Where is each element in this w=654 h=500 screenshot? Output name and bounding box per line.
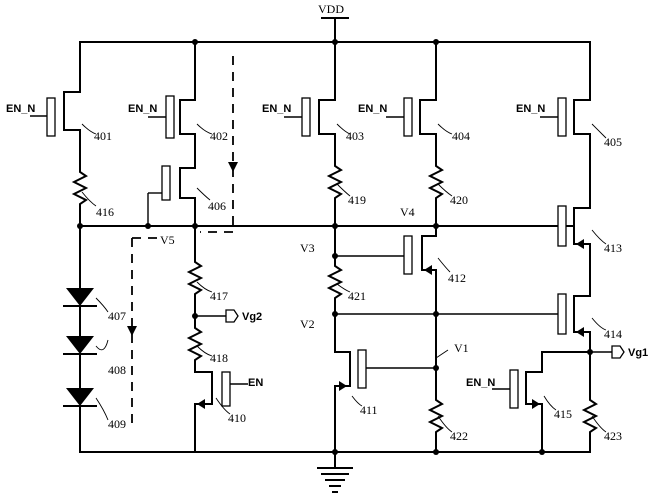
ref-423: 423 — [604, 429, 622, 443]
en-n-label-405: EN_N — [516, 103, 545, 115]
ref-419: 419 — [348, 193, 366, 207]
en-n-label-402: EN_N — [128, 103, 157, 115]
dashed-current-path-left — [127, 237, 160, 430]
en-n-label-401: EN_N — [6, 103, 35, 115]
v3-label: V3 — [300, 241, 315, 255]
ref-418: 418 — [210, 351, 228, 365]
transistor-402 — [148, 41, 196, 169]
leader-lines — [81, 123, 607, 433]
vdd-rail — [79, 17, 591, 43]
transistor-415 — [492, 351, 591, 453]
transistor-411 — [334, 313, 436, 453]
ref-413: 413 — [604, 241, 622, 255]
vdd-label: VDD — [318, 2, 344, 16]
v4-label: V4 — [400, 205, 415, 219]
en-n-label-403: EN_N — [262, 103, 291, 115]
vg1-label: Vg1 — [628, 347, 648, 359]
ref-410: 410 — [228, 411, 246, 425]
v5-label: V5 — [160, 233, 175, 247]
diode-408 — [63, 336, 97, 355]
ref-417: 417 — [210, 289, 228, 303]
ref-406: 406 — [208, 199, 226, 213]
resistor-420 — [427, 159, 445, 237]
dashed-current-path-right — [200, 56, 238, 233]
en-n-label-415: EN_N — [466, 377, 495, 389]
transistor-405 — [540, 41, 591, 209]
resistor-418 — [186, 315, 204, 373]
resistor-421 — [326, 255, 344, 315]
v1-label: V1 — [454, 341, 469, 355]
vg1-terminal — [590, 345, 625, 359]
transistor-404 — [386, 41, 437, 161]
ref-416: 416 — [96, 205, 114, 219]
ref-414: 414 — [604, 327, 622, 341]
resistor-422 — [427, 393, 445, 453]
resistor-417 — [186, 255, 204, 317]
transistor-401 — [30, 41, 81, 167]
transistor-413 — [557, 205, 591, 297]
transistor-414 — [335, 293, 591, 397]
v2-label: V2 — [300, 317, 315, 331]
ref-412: 412 — [448, 271, 466, 285]
ref-422: 422 — [450, 429, 468, 443]
transistor-412 — [335, 235, 437, 395]
resistor-419 — [326, 159, 344, 257]
ref-420: 420 — [450, 193, 468, 207]
transistor-403 — [284, 41, 336, 161]
transistor-410 — [194, 371, 248, 453]
resistor-423 — [581, 395, 599, 453]
ref-415: 415 — [554, 407, 572, 421]
ref-409: 409 — [108, 417, 126, 431]
en-label-410: EN — [248, 377, 263, 389]
ground-rail — [79, 451, 591, 493]
ref-421: 421 — [348, 289, 366, 303]
diode-409 — [63, 388, 97, 407]
ref-407: 407 — [108, 309, 126, 323]
ref-408: 408 — [108, 363, 126, 377]
junction-dots — [77, 39, 593, 455]
ref-403: 403 — [346, 129, 364, 143]
vg2-terminal — [195, 309, 239, 323]
resistor-416 — [71, 165, 89, 227]
ref-405: 405 — [604, 135, 622, 149]
ref-401: 401 — [94, 129, 112, 143]
ref-411: 411 — [360, 403, 378, 417]
transistor-406 — [147, 165, 196, 227]
en-n-label-404: EN_N — [358, 103, 387, 115]
ref-402: 402 — [210, 129, 228, 143]
diode-407 — [63, 275, 97, 307]
ref-404: 404 — [452, 129, 470, 143]
vg2-label: Vg2 — [242, 311, 262, 323]
